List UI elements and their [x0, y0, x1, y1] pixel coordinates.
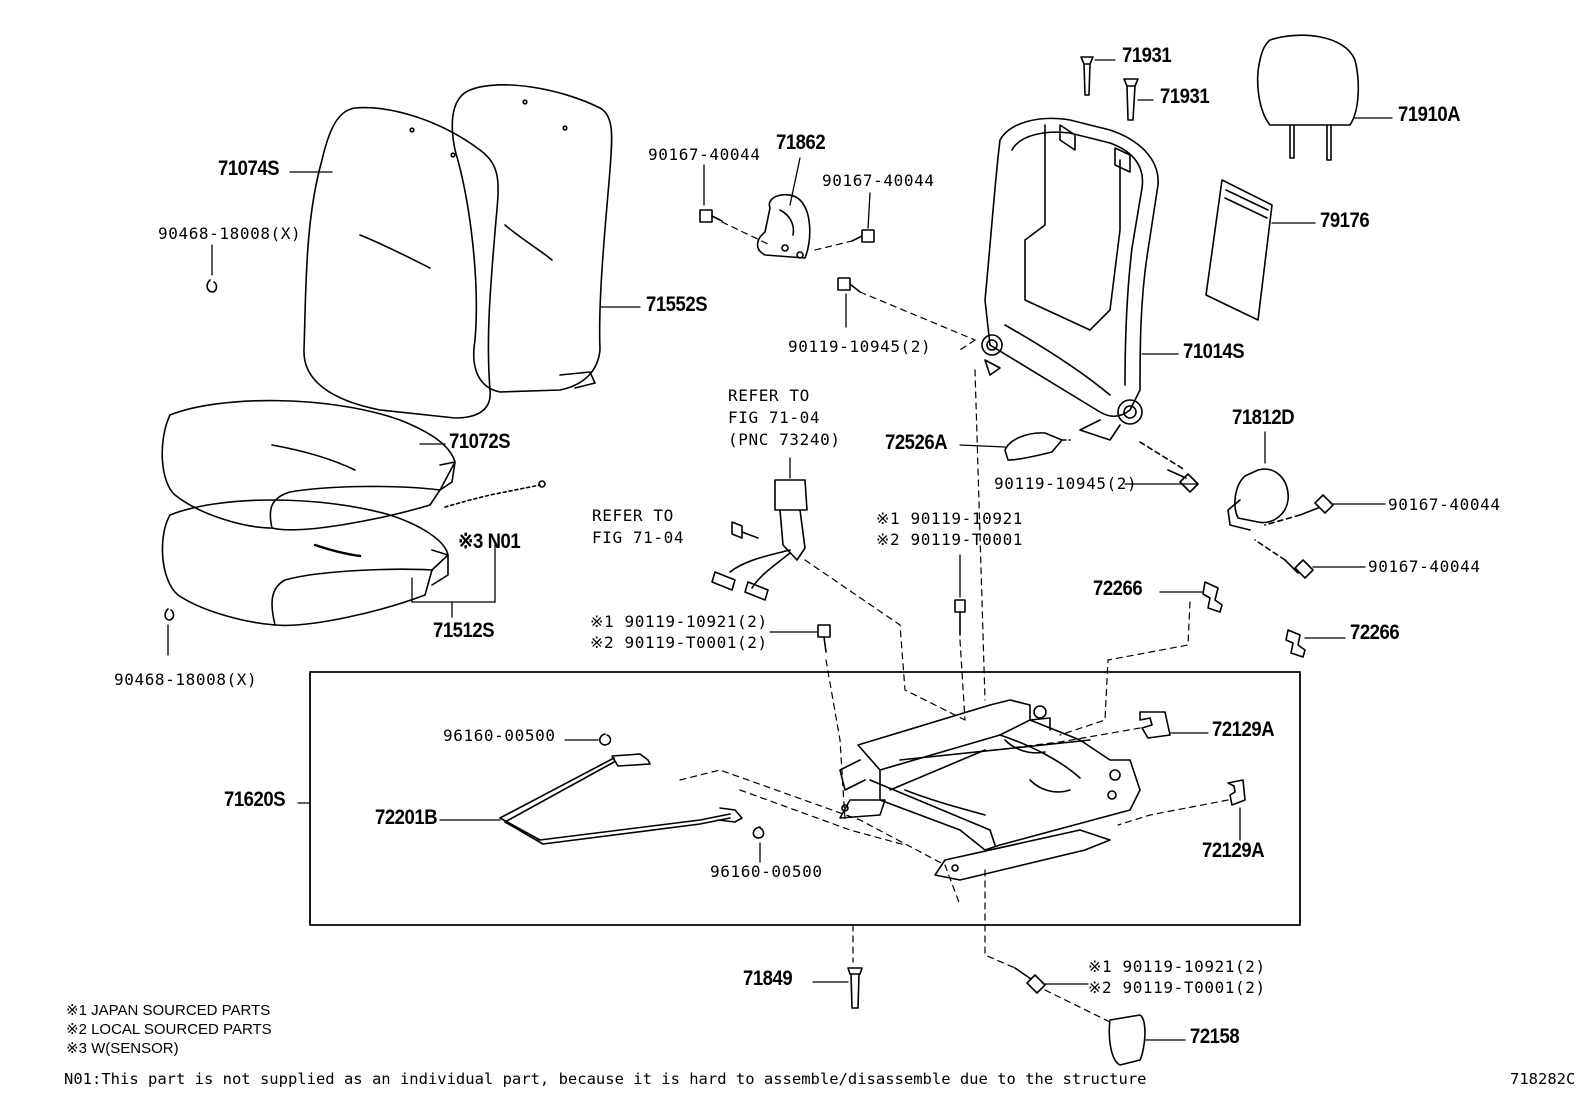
pin-71849: [812, 924, 863, 1009]
cover-71812D: [1227, 431, 1386, 579]
label-90119-10945-b[interactable]: 90119-10945(2): [994, 474, 1138, 493]
ring-90468-top: [206, 279, 218, 293]
label-72129A-a[interactable]: 72129A: [1212, 718, 1275, 741]
clip-72266-b: [1285, 629, 1346, 658]
label-90167-40044-d[interactable]: 90167-40044: [1368, 557, 1481, 576]
cable-72201B: [452, 753, 743, 845]
label-72526A[interactable]: 72526A: [885, 431, 948, 454]
leaders-left: [167, 171, 641, 656]
label-71849[interactable]: 71849: [743, 967, 793, 990]
note-local-sourced: ※2 LOCAL SOURCED PARTS: [66, 1021, 272, 1038]
footer-n01-note: N01:This part is not supplied as an indi…: [64, 1070, 1147, 1088]
label-N01[interactable]: ※3 N01: [458, 530, 521, 553]
label-71931-b[interactable]: 71931: [1160, 85, 1210, 108]
clips-96160: [564, 733, 765, 863]
label-refer-fig-71-04-pnc[interactable]: REFER TO FIG 71-04 (PNC 73240): [728, 386, 841, 449]
dashed-frame-down: [974, 369, 986, 701]
seat-belt-buckle: [711, 457, 966, 721]
label-79176[interactable]: 79176: [1320, 209, 1370, 232]
label-90167-40044-c[interactable]: 90167-40044: [1388, 495, 1501, 514]
label-90468-bottom[interactable]: 90468-18008(X): [114, 670, 258, 689]
knob-72526A: [959, 432, 1071, 461]
dashed-cable-links: [679, 769, 961, 906]
note-japan-sourced: ※1 JAPAN SOURCED PARTS: [66, 1002, 271, 1019]
label-71620S[interactable]: 71620S: [224, 788, 286, 811]
seatback-frame-71014S: [981, 117, 1159, 441]
label-90119-left[interactable]: ※1 90119-10921(2) ※2 90119-T0001(2): [590, 612, 768, 652]
label-90167-40044-b[interactable]: 90167-40044: [822, 171, 935, 190]
label-71072S[interactable]: 71072S: [449, 430, 511, 453]
label-96160-00500-b[interactable]: 96160-00500: [710, 862, 823, 881]
label-90119-bottom[interactable]: ※1 90119-10921(2) ※2 90119-T0001(2): [1088, 957, 1266, 997]
note-w-sensor: ※3 W(SENSOR): [66, 1040, 179, 1057]
clip-72266-a: [1059, 581, 1223, 736]
label-90119-10945-a[interactable]: 90119-10945(2): [788, 337, 932, 356]
bolt-90119-left: [769, 624, 846, 821]
label-72266-a[interactable]: 72266: [1093, 577, 1143, 600]
seatback-cover-rear: [451, 84, 613, 393]
bolt-90119-mid: [954, 554, 966, 721]
label-refer-fig-71-04[interactable]: REFER TO FIG 71-04: [592, 506, 685, 547]
label-71931-a[interactable]: 71931: [1122, 44, 1172, 67]
label-71074S[interactable]: 71074S: [218, 157, 280, 180]
label-72158[interactable]: 72158: [1190, 1025, 1240, 1048]
bolt-90119-bottom: [984, 869, 1111, 1023]
clip-72129A-b: [1117, 779, 1246, 841]
bolts-top-middle: [699, 209, 875, 293]
dashed-links-top: [721, 221, 976, 351]
guides-71931: [1080, 56, 1154, 121]
ring-90468-bottom: [164, 608, 175, 621]
label-71014S[interactable]: 71014S: [1183, 340, 1245, 363]
bolt-90119-10945-right: [1124, 441, 1199, 493]
label-96160-00500-a[interactable]: 96160-00500: [443, 726, 556, 745]
label-90119-mid[interactable]: ※1 90119-10921 ※2 90119-T0001: [876, 509, 1024, 549]
label-71812D[interactable]: 71812D: [1232, 406, 1295, 429]
seat-adjuster-71620S: [839, 699, 1141, 881]
headrest-71910A: [1256, 34, 1393, 161]
label-72266-b[interactable]: 72266: [1350, 621, 1400, 644]
seat-cushion-cover: [161, 399, 546, 531]
footer-figure-code: 718282C: [1510, 1070, 1576, 1088]
label-90167-40044-a[interactable]: 90167-40044: [648, 145, 761, 164]
board-79176: [1205, 179, 1316, 321]
label-71552S[interactable]: 71552S: [646, 293, 708, 316]
label-71862[interactable]: 71862: [776, 131, 826, 154]
label-90468-top[interactable]: 90468-18008(X): [158, 224, 302, 243]
cover-72158: [1108, 1014, 1186, 1066]
label-71910A[interactable]: 71910A: [1398, 103, 1461, 126]
seatback-cover-front: [303, 106, 499, 419]
adjuster-assembly-box: [309, 671, 1301, 926]
leaders-top-middle: [703, 157, 871, 328]
label-71512S[interactable]: 71512S: [433, 619, 495, 642]
label-72201B[interactable]: 72201B: [375, 806, 438, 829]
bracket-71862: [756, 193, 811, 259]
seat-cushion-pad: [161, 499, 449, 627]
clip-72129A-a: [1009, 711, 1209, 749]
label-72129A-b[interactable]: 72129A: [1202, 839, 1265, 862]
